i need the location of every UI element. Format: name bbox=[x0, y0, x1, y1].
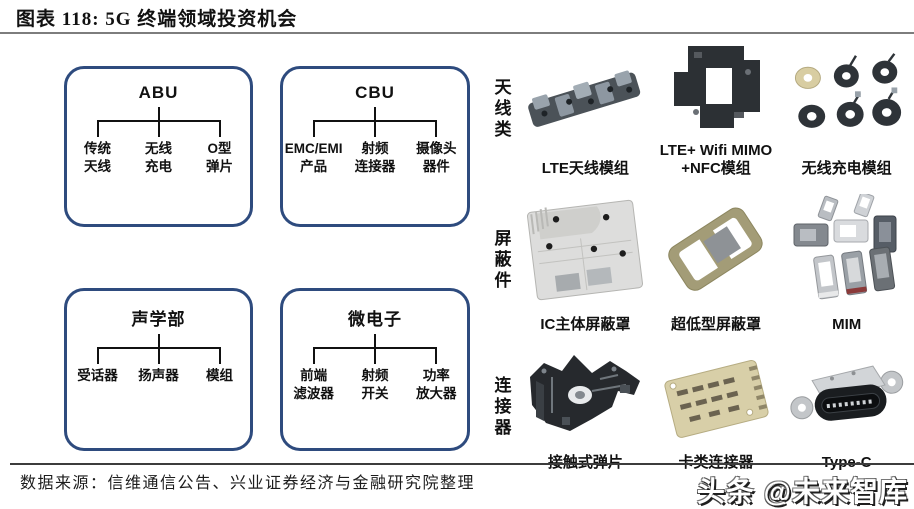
tree-branch bbox=[157, 347, 160, 364]
figure-title: 图表 118: 5G 终端领域投资机会 bbox=[16, 9, 298, 30]
org-box-title: ABU bbox=[138, 83, 179, 102]
tree-children: 传统 天线 无线 充电 O型 弹片 bbox=[67, 120, 250, 176]
product-caption: 无线充电模组 bbox=[801, 160, 892, 178]
org-leaf-label: 传统 天线 bbox=[84, 141, 111, 175]
tree-connector bbox=[313, 347, 437, 349]
tree-branch bbox=[157, 120, 160, 137]
org-leaf-label: EMC/EMI 产品 bbox=[284, 141, 343, 175]
product-caption: 超低型屏蔽罩 bbox=[670, 316, 761, 334]
tree-child: 模组 bbox=[189, 347, 250, 385]
tree-children: EMC/EMI 产品 射频 连接器 摄像头 器件 bbox=[283, 120, 467, 176]
product-caption: Type-C bbox=[822, 454, 872, 474]
product-cell: IC主体屏蔽罩 bbox=[520, 184, 651, 336]
tree-connector bbox=[97, 120, 220, 122]
org-box-title: 微电子 bbox=[348, 310, 402, 329]
org-chart-panel: ABU 传统 天线 无线 充电 O型 弹片 CBU bbox=[64, 66, 470, 451]
org-leaf-label: 扬声器 bbox=[138, 368, 179, 383]
product-caption: MIM bbox=[832, 316, 862, 334]
category-label-shielding: 屏蔽件 bbox=[491, 228, 511, 292]
tree-children: 前端 滤波器 射频 开关 功率 放大器 bbox=[283, 347, 467, 403]
product-cell: LTE天线模组 bbox=[520, 38, 651, 180]
org-leaf-label: 受话器 bbox=[77, 368, 118, 383]
mim-sim-trays-image bbox=[781, 184, 912, 316]
tree-branch bbox=[312, 120, 315, 137]
tree-child: 射频 开关 bbox=[344, 347, 405, 403]
tree-stem bbox=[157, 334, 160, 347]
tree-branch bbox=[435, 120, 438, 137]
category-label-antenna: 天线类 bbox=[491, 77, 511, 141]
org-leaf-label: 前端 滤波器 bbox=[293, 368, 334, 402]
tree-stem bbox=[374, 334, 376, 347]
product-caption: IC主体屏蔽罩 bbox=[540, 316, 631, 334]
products-panel: 天线类 bbox=[482, 38, 912, 474]
wireless-charging-module-image bbox=[781, 38, 912, 160]
org-box-cbu: CBU EMC/EMI 产品 射频 连接器 摄像头 器件 bbox=[280, 66, 470, 227]
org-leaf-label: 模组 bbox=[206, 368, 233, 383]
product-cell: 无线充电模组 bbox=[781, 38, 912, 180]
type-c-connector-image bbox=[781, 340, 912, 454]
tree-children: 受话器 扬声器 模组 bbox=[67, 347, 250, 385]
tree-branch bbox=[218, 120, 221, 137]
tree-connector bbox=[313, 120, 437, 122]
org-box-title: CBU bbox=[355, 83, 395, 102]
tree-child: 无线 充电 bbox=[128, 120, 189, 176]
tree-child: 受话器 bbox=[67, 347, 128, 385]
tree-branch bbox=[96, 347, 99, 364]
contact-spring-plate-image bbox=[520, 340, 651, 454]
org-box-abu: ABU 传统 天线 无线 充电 O型 弹片 bbox=[64, 66, 253, 227]
product-caption: 卡类连接器 bbox=[678, 454, 753, 474]
tree-branch bbox=[218, 347, 221, 364]
product-cell: LTE+ Wifi MIMO +NFC模组 bbox=[651, 38, 782, 180]
title-rule bbox=[0, 32, 914, 34]
tree-connector bbox=[97, 347, 220, 349]
tree-stem bbox=[157, 107, 160, 120]
org-leaf-label: 无线 充电 bbox=[145, 141, 172, 175]
product-caption: LTE+ Wifi MIMO +NFC模组 bbox=[659, 141, 773, 178]
product-cell: 接触式弹片 bbox=[520, 340, 651, 474]
tree-child: 传统 天线 bbox=[67, 120, 128, 176]
watermark: 头条 @未来智库 bbox=[696, 476, 908, 507]
tree-child: 射频 连接器 bbox=[344, 120, 405, 176]
tree-child: EMC/EMI 产品 bbox=[283, 120, 344, 176]
ultra-low-shield-cover-image bbox=[651, 184, 782, 316]
tree-branch bbox=[373, 347, 376, 364]
product-cell: MIM bbox=[781, 184, 912, 336]
product-cell: Type-C bbox=[781, 340, 912, 474]
tree-child: 功率 放大器 bbox=[406, 347, 467, 403]
product-cell: 超低型屏蔽罩 bbox=[651, 184, 782, 336]
tree-branch bbox=[312, 347, 315, 364]
tree-child: O型 弹片 bbox=[189, 120, 250, 176]
category-label-connector: 连接器 bbox=[491, 375, 511, 439]
tree-branch bbox=[435, 347, 438, 364]
org-box-title: 声学部 bbox=[131, 310, 186, 329]
org-leaf-label: 射频 连接器 bbox=[354, 141, 396, 175]
product-caption: LTE天线模组 bbox=[541, 160, 629, 178]
org-leaf-label: 射频 开关 bbox=[361, 368, 389, 402]
tree-child: 摄像头 器件 bbox=[406, 120, 467, 176]
org-leaf-label: O型 弹片 bbox=[206, 141, 233, 175]
product-cell: 卡类连接器 bbox=[651, 340, 782, 474]
tree-stem bbox=[374, 107, 376, 120]
ic-main-shield-cover-image bbox=[520, 184, 651, 316]
tree-child: 前端 滤波器 bbox=[283, 347, 344, 403]
org-leaf-label: 摄像头 器件 bbox=[416, 141, 457, 175]
org-leaf-label: 功率 放大器 bbox=[416, 368, 457, 402]
tree-child: 扬声器 bbox=[128, 347, 189, 385]
source-note: 数据来源：信维通信公告、兴业证券经济与金融研究院整理 bbox=[20, 475, 476, 492]
org-box-acoustics: 声学部 受话器 扬声器 模组 bbox=[64, 288, 253, 451]
lte-antenna-module-image bbox=[520, 38, 651, 160]
card-connector-image bbox=[651, 340, 782, 454]
tree-branch bbox=[96, 120, 99, 137]
product-caption: 接触式弹片 bbox=[548, 454, 623, 474]
tree-branch bbox=[373, 120, 376, 137]
lte-wifi-mimo-nfc-module-image bbox=[651, 38, 782, 142]
org-box-microelectronics: 微电子 前端 滤波器 射频 开关 功率 放大器 bbox=[280, 288, 470, 451]
footer-rule bbox=[10, 463, 914, 465]
